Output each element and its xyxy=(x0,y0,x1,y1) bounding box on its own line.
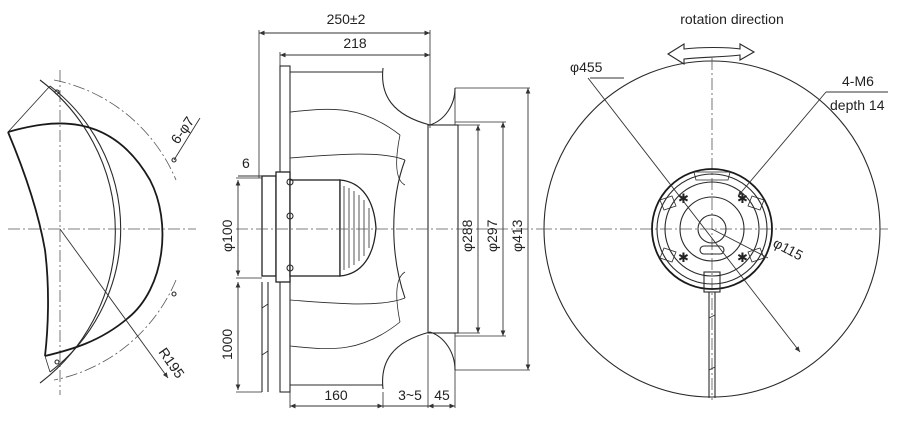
inlet-depth-label: 45 xyxy=(434,387,450,403)
dia-413-label: φ413 xyxy=(509,219,525,252)
dia-288-label: φ288 xyxy=(459,219,475,252)
mount-hole-1-icon: ✱ xyxy=(678,191,689,206)
hub-dia-label: φ100 xyxy=(219,219,235,252)
width-inner-label: 218 xyxy=(343,35,367,51)
thread-label: 4-M6 xyxy=(842,73,874,89)
rotation-arrow-icon xyxy=(666,43,756,65)
width-total-label: 250±2 xyxy=(327,11,366,27)
mount-hole-2-icon: ✱ xyxy=(737,191,748,206)
thread-depth-label: depth 14 xyxy=(830,97,885,113)
side-view xyxy=(235,30,540,409)
cable-len-label: 1000 xyxy=(219,329,235,360)
inlet-ring-view xyxy=(7,70,201,395)
dia-455-label: φ455 xyxy=(570,59,603,75)
plate-thick-label: 6 xyxy=(242,155,250,171)
dia-297-label: φ297 xyxy=(484,219,500,252)
gap-label: 3~5 xyxy=(398,387,422,403)
mount-hole-3-icon: ✱ xyxy=(678,250,689,265)
dia-115-label: φ115 xyxy=(771,235,806,264)
base-len-label: 160 xyxy=(324,387,348,403)
front-view: ✱ ✱ ✱ ✱ xyxy=(540,43,888,400)
rotation-label: rotation direction xyxy=(680,11,784,27)
radius-label: R195 xyxy=(156,345,188,382)
mount-hole-4-icon: ✱ xyxy=(737,250,748,265)
